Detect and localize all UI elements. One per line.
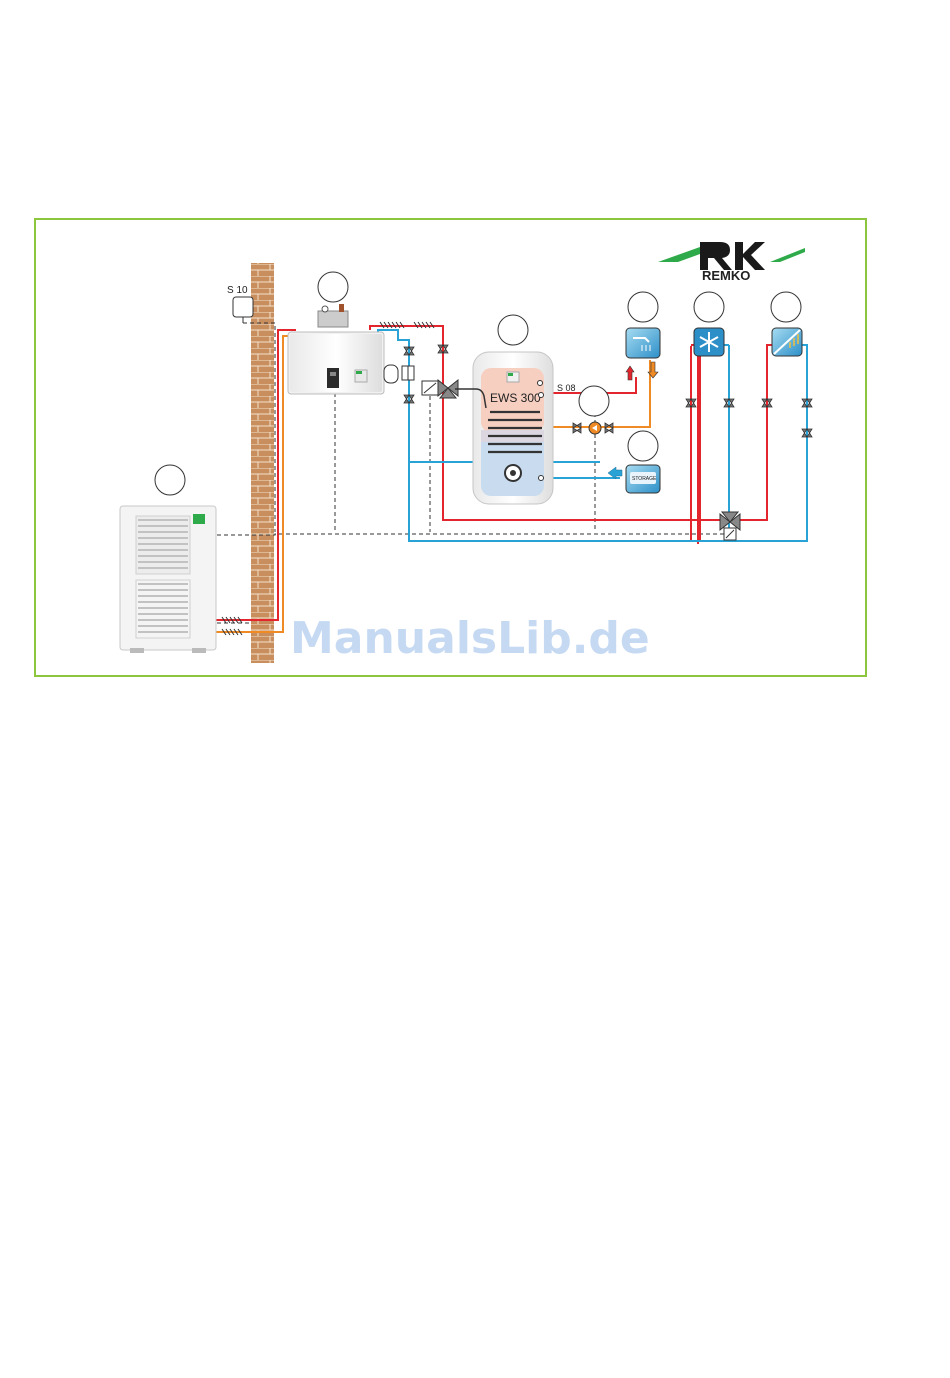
remko-logo-text: REMKO [702, 268, 750, 283]
storage-input-icon: STORAGE [608, 431, 660, 493]
outdoor-unit [120, 465, 216, 653]
valves [404, 345, 812, 437]
callout-circle-tap [628, 292, 658, 322]
sensor-tank-label: S 08 [557, 383, 576, 393]
callout-circle-cooling [694, 292, 724, 322]
hot-water-tap-icon [626, 292, 660, 380]
callout-circle-indoor [318, 272, 348, 302]
indoor-hydro-unit [288, 272, 384, 394]
expansion-vessel [384, 365, 414, 383]
callout-circle-floor [771, 292, 801, 322]
storage-icon-text: STORAGE [632, 476, 657, 482]
underfloor-heating-icon [771, 292, 802, 356]
remko-logo: REMKO [658, 242, 805, 283]
callout-circle-pump [579, 386, 609, 416]
watermark-text: ManualsLib.de [290, 613, 650, 664]
cooling-snowflake-icon [694, 292, 724, 356]
outdoor-sensor: S 10 [227, 285, 253, 323]
callout-circle-storage [628, 431, 658, 461]
callout-circle-outdoor [155, 465, 185, 495]
house-wall [251, 263, 274, 663]
callout-circle-tank [498, 315, 528, 345]
tank-model-label: EWS 300 [490, 391, 541, 405]
dhw-tank: EWS 300 S 08 [455, 315, 576, 504]
sensor-outdoor-label: S 10 [227, 285, 248, 296]
three-way-valve-dhw [422, 380, 458, 398]
